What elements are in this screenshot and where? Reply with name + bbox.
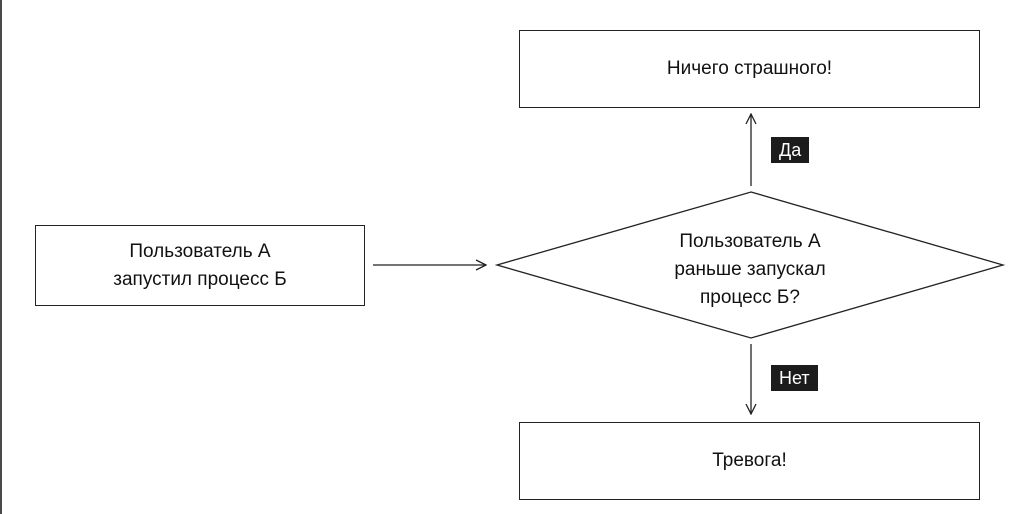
no-outcome-label: Тревога! (712, 450, 787, 471)
start-node: Пользователь А запустил процесс Б (35, 225, 365, 306)
left-edge-rule (0, 0, 2, 514)
yes-outcome-label: Ничего страшного! (666, 58, 833, 79)
yes-outcome-node: Ничего страшного! (519, 30, 980, 108)
edge-label-no: Нет (771, 365, 818, 391)
start-node-label: Пользователь А запустил процесс Б (113, 240, 287, 290)
decision-node-label: Пользователь А раньше запускал процесс Б… (674, 231, 826, 308)
edge-label-yes: Да (771, 137, 810, 163)
decision-diamond (494, 191, 1006, 339)
no-outcome-node: Тревога! (519, 422, 980, 500)
